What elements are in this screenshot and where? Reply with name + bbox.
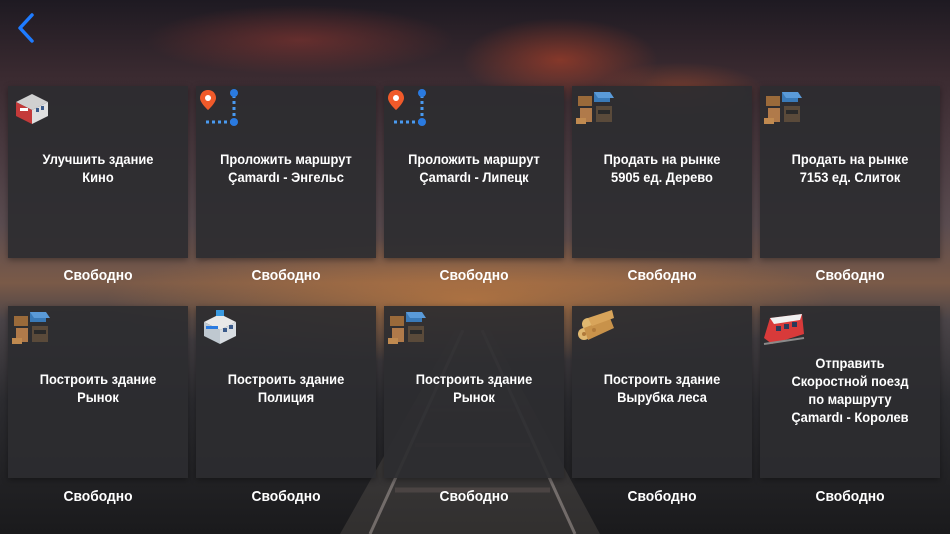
task-grid: Улучшить здание Кино Проложить маршрут Ç…: [8, 86, 944, 526]
task-card-sell-ingot[interactable]: Продать на рынке 7153 ед. Слиток: [760, 86, 940, 258]
market-icon: [12, 312, 50, 344]
status-button[interactable]: Свободно: [439, 267, 509, 284]
back-button[interactable]: [10, 12, 42, 44]
task-card-build-market-2[interactable]: Построить здание Рынок: [384, 306, 564, 478]
status-button[interactable]: Свободно: [815, 488, 885, 505]
status-button[interactable]: Свободно: [251, 267, 321, 284]
market-icon: [764, 92, 802, 124]
task-title: Отправить Скоростной поезд по маршруту Ç…: [791, 355, 909, 425]
train-icon: [763, 314, 805, 345]
status-button[interactable]: Свободно: [439, 488, 509, 505]
police-building-icon: [204, 310, 236, 344]
market-icon: [576, 92, 614, 124]
market-icon: [388, 312, 426, 344]
task-card-build-lumber[interactable]: Построить здание Вырубка леса: [572, 306, 752, 478]
task-title: Улучшить здание Кино: [42, 151, 154, 185]
task-card-route-engels[interactable]: Проложить маршрут Çamardı - Энгельс: [196, 86, 376, 258]
chevron-left-icon: [18, 13, 34, 43]
route-pin-icon: [388, 89, 426, 126]
task-title: Проложить маршрут Çamardı - Энгельс: [220, 151, 352, 185]
status-button[interactable]: Свободно: [627, 267, 697, 284]
status-button[interactable]: Свободно: [251, 488, 321, 505]
task-card-send-train[interactable]: Отправить Скоростной поезд по маршруту Ç…: [760, 306, 940, 478]
cinema-building-icon: [16, 94, 48, 124]
route-pin-icon: [200, 89, 238, 126]
task-card-build-market[interactable]: Построить здание Рынок: [8, 306, 188, 478]
task-title: Построить здание Рынок: [39, 371, 157, 405]
task-title: Построить здание Рынок: [415, 371, 533, 405]
task-card-route-lipetsk[interactable]: Проложить маршрут Çamardı - Липецк: [384, 86, 564, 258]
task-card-upgrade-cinema[interactable]: Улучшить здание Кино: [8, 86, 188, 258]
task-title: Продать на рынке 7153 ед. Слиток: [791, 151, 909, 185]
lumber-icon: [578, 310, 614, 340]
task-title: Построить здание Полиция: [227, 371, 345, 405]
status-button[interactable]: Свободно: [815, 267, 885, 284]
task-title: Проложить маршрут Çamardı - Липецк: [408, 151, 540, 185]
status-button[interactable]: Свободно: [63, 488, 133, 505]
status-button[interactable]: Свободно: [63, 267, 133, 284]
task-card-build-police[interactable]: Построить здание Полиция: [196, 306, 376, 478]
task-title: Продать на рынке 5905 ед. Дерево: [603, 151, 721, 185]
task-card-sell-wood[interactable]: Продать на рынке 5905 ед. Дерево: [572, 86, 752, 258]
status-button[interactable]: Свободно: [627, 488, 697, 505]
task-title: Построить здание Вырубка леса: [603, 371, 721, 405]
